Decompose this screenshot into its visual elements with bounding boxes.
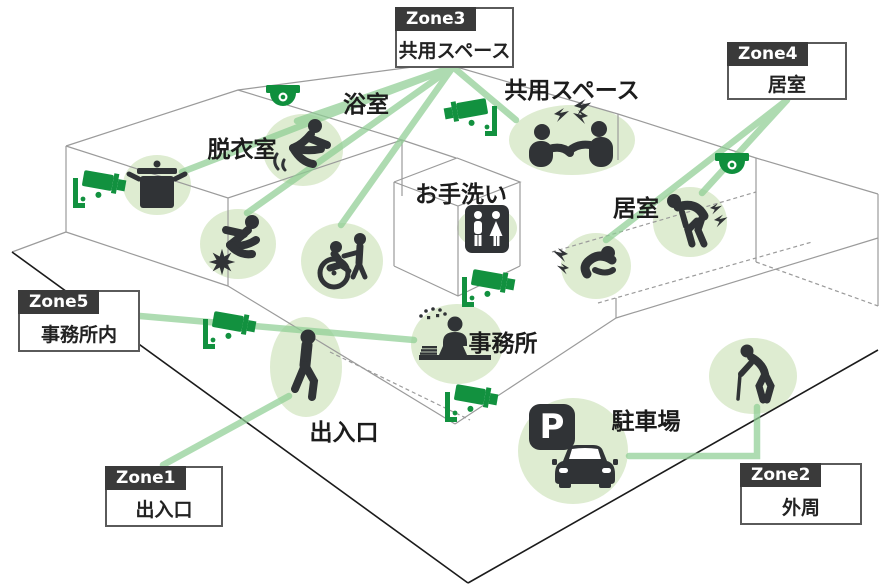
zone1-area: 出入口 <box>135 499 193 521</box>
parking-lot-icon: P <box>529 404 618 488</box>
label-dressing: 脱衣室 <box>208 136 277 163</box>
label-common: 共用スペース <box>504 78 639 104</box>
zone5-area: 事務所内 <box>40 323 117 346</box>
dome-camera-bath <box>266 85 300 106</box>
zone4-line-backpain <box>698 96 791 197</box>
zone4-line-chestpain <box>602 96 791 244</box>
person-back-pain-icon <box>667 194 728 248</box>
cctv-camera-center <box>462 267 517 307</box>
zone4-label-box: Zone4 居室 <box>727 42 847 100</box>
restroom-sign-icon <box>465 205 509 253</box>
chest-pain-circle <box>561 233 631 299</box>
cctv-camera-office <box>445 382 500 422</box>
highlight-circles <box>123 105 797 504</box>
building-wireframe <box>11 62 879 425</box>
hidden-edges <box>329 191 879 421</box>
zone3-area: 共用スペース <box>398 40 511 62</box>
wheelchair-assistance-icon <box>317 233 368 290</box>
zone5-label-box: Zone5 事務所内 <box>18 290 140 352</box>
elderly-person-cane-icon <box>736 344 775 404</box>
label-entrance: 出入口 <box>310 420 379 446</box>
zone3-line-slip <box>293 63 457 125</box>
staff-at-desk-icon <box>419 307 491 360</box>
person-chest-pain-icon <box>553 246 617 279</box>
cctv-camera-kitchen <box>73 168 128 208</box>
zone4-area: 居室 <box>767 73 806 96</box>
label-office: 事務所 <box>469 330 538 357</box>
zone5-line-office <box>136 312 418 344</box>
cctv-camera-entrance <box>203 309 258 349</box>
zone2-area: 外周 <box>781 496 820 519</box>
zone3-line-arguing <box>449 63 520 124</box>
zone1-line-entrance <box>159 392 293 469</box>
zone1-label-box: Zone1 出入口 <box>105 466 223 527</box>
label-restroom: お手洗い <box>415 182 507 208</box>
elderly-circle <box>709 338 797 414</box>
zone3-label-box: Zone3 共用スペース <box>395 7 514 68</box>
zone5-tab: Zone5 <box>18 290 100 314</box>
zone1-tab: Zone1 <box>105 466 187 490</box>
zone2-label-box: Zone2 外周 <box>740 463 862 525</box>
arguing-circle <box>509 105 635 175</box>
parking-letter: P <box>540 407 565 447</box>
zone2-tab: Zone2 <box>740 463 822 487</box>
zone4-tab: Zone4 <box>727 42 809 66</box>
zone3-line-wheelchair <box>337 63 457 229</box>
person-walking-icon <box>291 329 319 401</box>
label-bath: 浴室 <box>343 91 389 118</box>
zone3-tab: Zone3 <box>395 7 477 31</box>
parking-sign <box>529 404 575 450</box>
car-icon <box>552 445 618 488</box>
person-fall-impact-icon <box>208 215 260 276</box>
people-arguing-icon <box>529 99 613 167</box>
zone-lines <box>136 63 791 469</box>
person-slipping-icon <box>273 119 331 172</box>
zone2-line-perimeter <box>625 403 761 460</box>
cooking-pot-icon <box>126 160 188 208</box>
label-parking: 駐車場 <box>612 408 681 435</box>
room-labels: 浴室 脱衣室 お手洗い 共用スペース 居室 事務所 出入口 駐車場 <box>208 78 681 446</box>
label-room: 居室 <box>613 195 659 222</box>
zone3-line-fall <box>243 63 457 217</box>
cctv-camera-common <box>442 96 497 136</box>
